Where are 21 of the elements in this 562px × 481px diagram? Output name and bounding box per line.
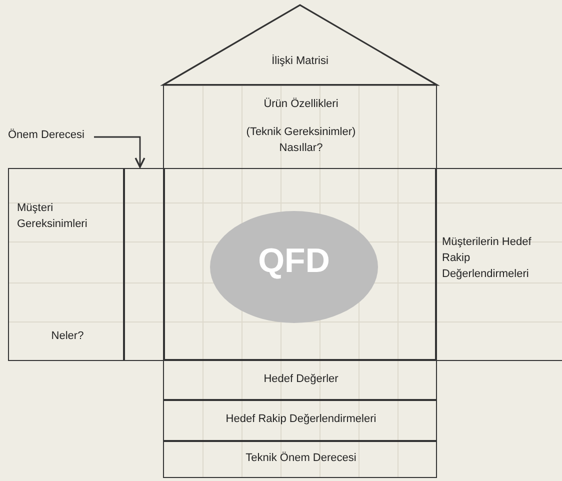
section-box <box>163 440 437 478</box>
section-label: Teknik Önem Derecesi <box>244 451 358 466</box>
section-label: İlişki Matrisi <box>270 54 330 69</box>
section-box <box>163 84 437 170</box>
ellipse-label: QFD <box>257 241 331 282</box>
roof-triangle <box>163 4 437 86</box>
section-label: Hedef Değerler <box>262 372 340 387</box>
section-label: Hedef Rakip Değerlendirmeleri <box>224 412 378 427</box>
section-label: Müşterilerin Hedef Rakip Değerlendirmeleri <box>442 235 532 282</box>
importance-column <box>123 168 165 361</box>
section-label: (Teknik Gereksinimler) Nasıllar? <box>245 125 357 156</box>
section-box <box>163 399 437 442</box>
section-box <box>435 168 562 361</box>
callout-label: Önem Derecesi <box>8 128 86 143</box>
section-label: Müşteri Gereksinimleri <box>17 201 88 232</box>
section-box <box>163 359 437 401</box>
section-box <box>8 168 125 361</box>
section-label: Neler? <box>50 329 85 344</box>
leader-arrow <box>94 136 146 168</box>
matrix-box <box>163 168 437 361</box>
section-label: Ürün Özellikleri <box>262 97 340 112</box>
